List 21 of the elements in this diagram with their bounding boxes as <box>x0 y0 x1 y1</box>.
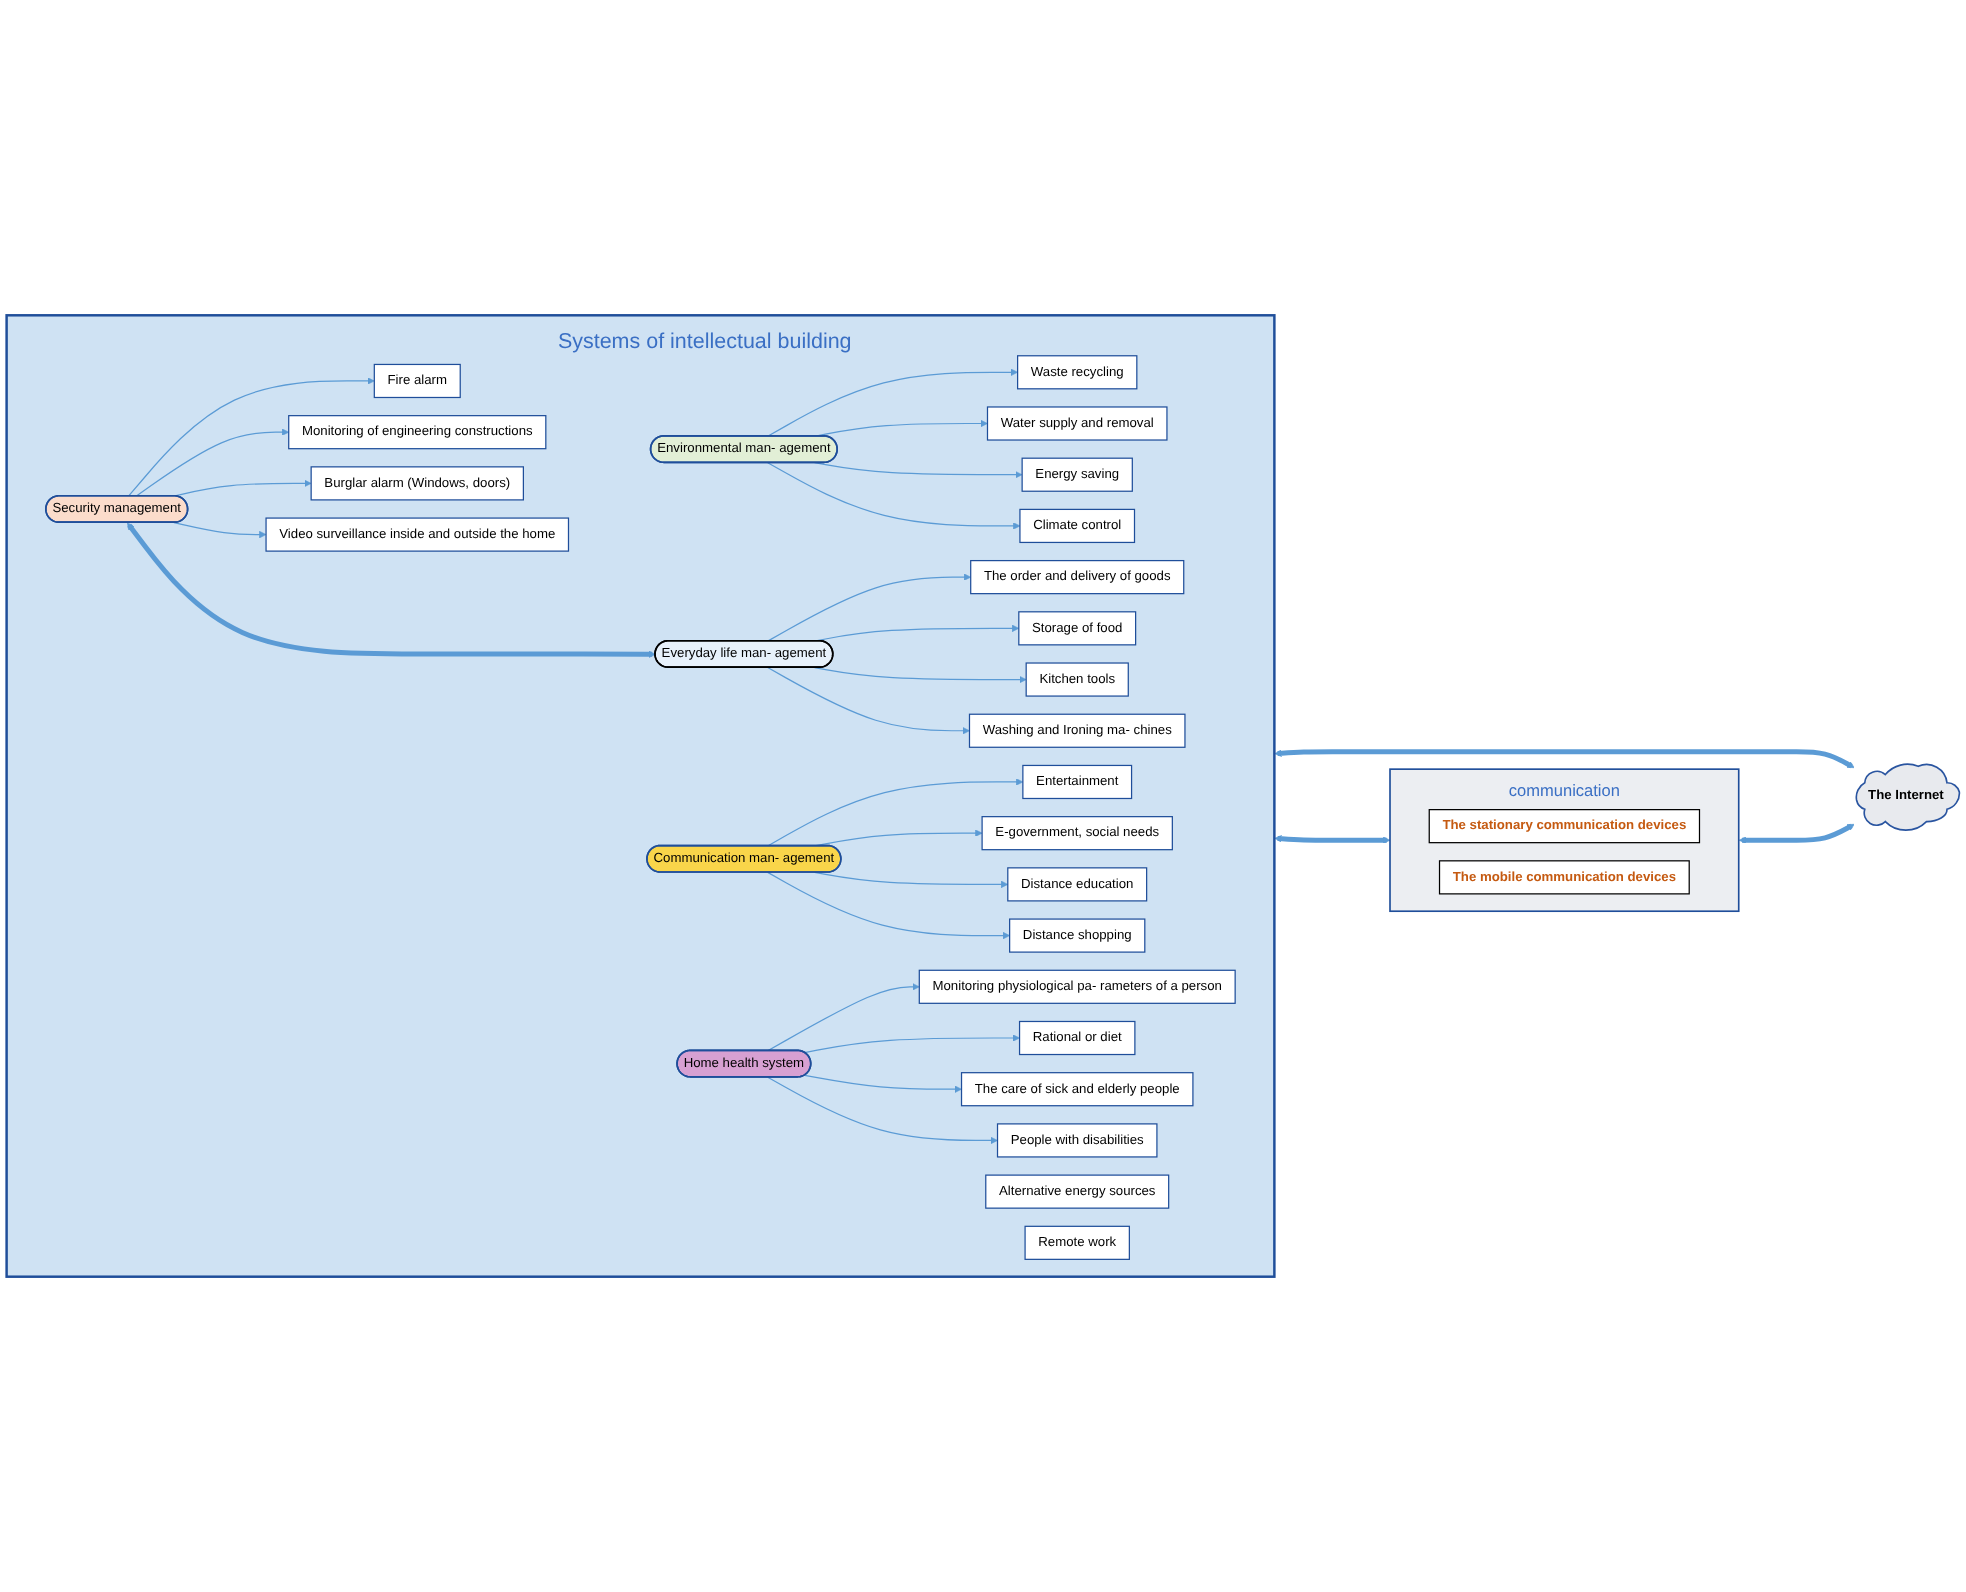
arrow <box>767 666 970 735</box>
arrow <box>767 871 1010 940</box>
arrow <box>813 666 1027 684</box>
arrow <box>173 479 312 497</box>
arrow <box>127 377 375 497</box>
arrow <box>767 368 1018 437</box>
arrow <box>813 871 1009 888</box>
arrow <box>173 522 267 539</box>
arrow <box>127 522 656 658</box>
arrow <box>804 1034 1020 1054</box>
arrow <box>1274 835 1391 844</box>
arrow <box>767 983 920 1052</box>
arrow <box>1738 823 1855 844</box>
arrow <box>804 1074 962 1093</box>
arrow <box>767 778 1024 847</box>
arrow <box>767 1076 998 1145</box>
arrow <box>135 428 290 497</box>
arrow <box>767 462 1021 530</box>
arrow <box>813 462 1023 479</box>
arrow <box>1274 749 1855 769</box>
arrow <box>767 573 972 642</box>
